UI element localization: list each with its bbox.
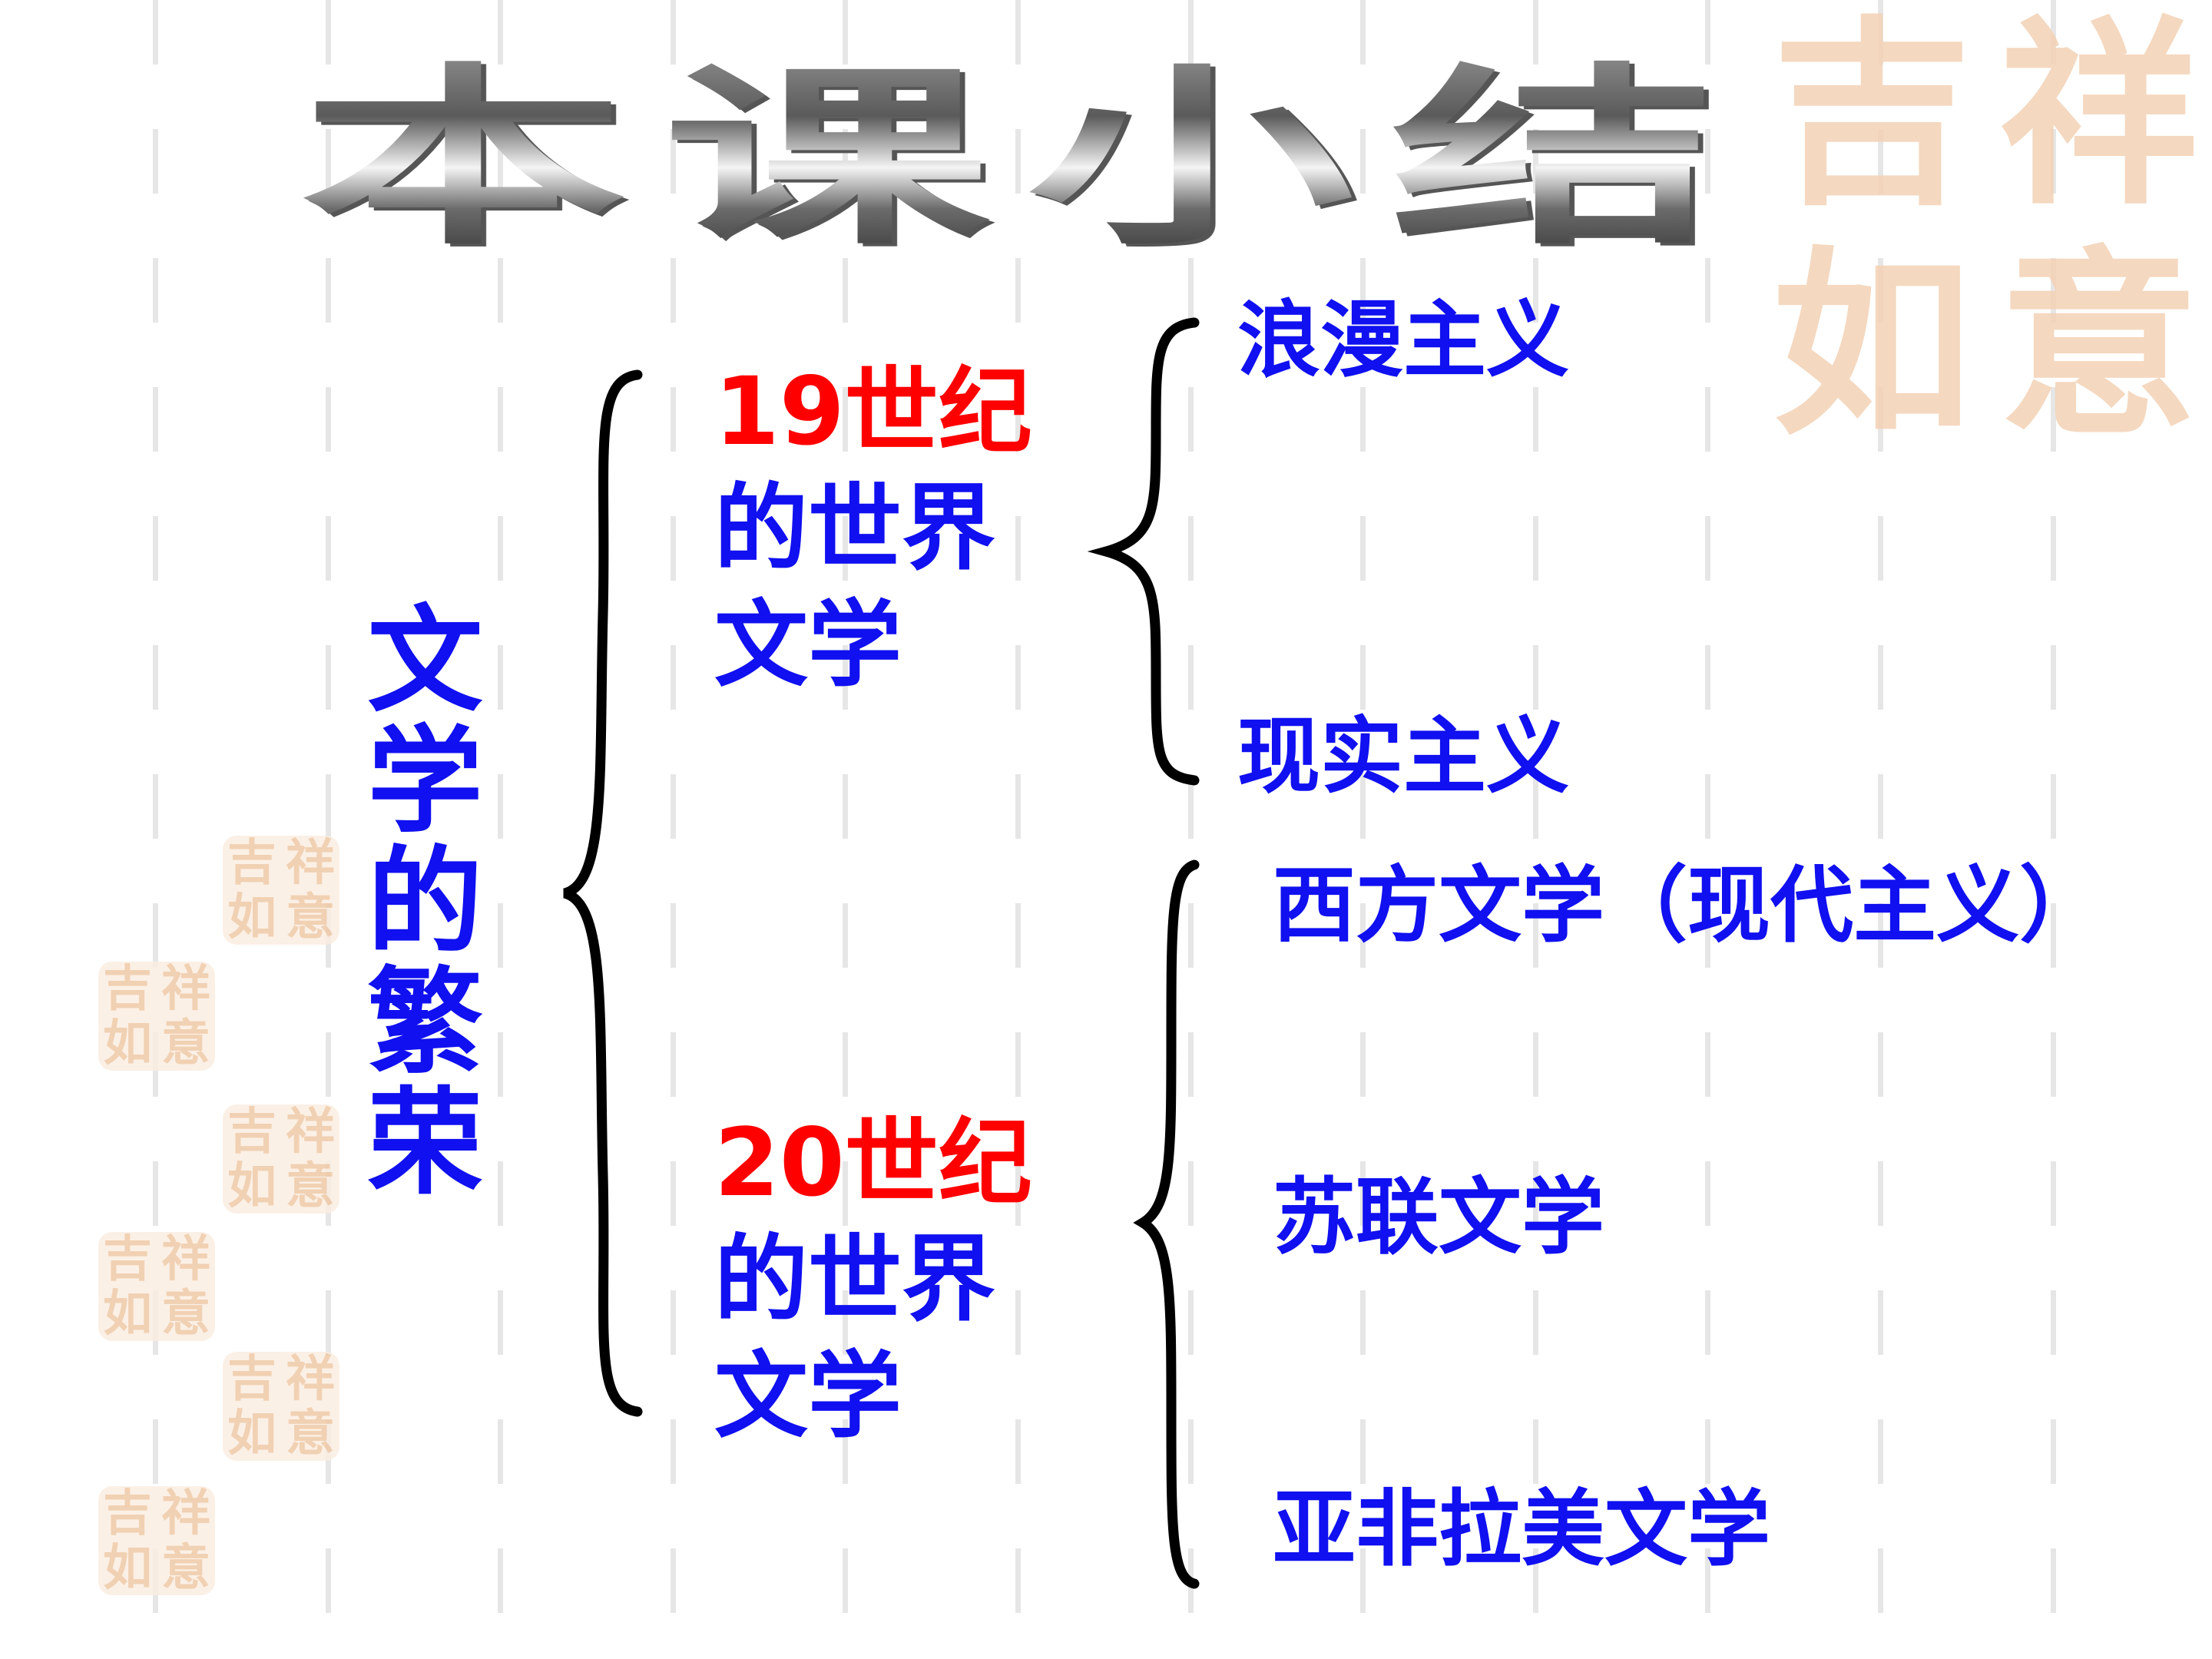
seal-char: 祥 — [161, 1485, 210, 1542]
branch-romanticism: 浪漫主义 — [1237, 293, 1570, 389]
seal-char: 祥 — [161, 960, 210, 1018]
seal-decoration-small: 吉祥如意 — [98, 962, 215, 1071]
seal-decoration-small: 吉祥如意 — [98, 1232, 215, 1341]
dashed-column — [1878, 0, 1883, 1659]
seal-char: 吉 — [227, 1103, 276, 1161]
title-char: 课 — [520, 54, 1134, 261]
dashed-column — [1532, 0, 1538, 1659]
seal-char: 吉 — [103, 1485, 152, 1542]
seal-decoration-small: 吉祥如意 — [223, 1104, 339, 1214]
seal-char: 如 — [103, 1539, 152, 1597]
seal-decoration-small: 吉祥如意 — [98, 1486, 215, 1595]
seal-char: 祥 — [161, 1230, 210, 1288]
root-topic: 文学的繁荣 — [348, 599, 482, 1202]
seal-char: 如 — [227, 889, 276, 946]
seal-char: 意 — [161, 1539, 210, 1597]
seal-char: 祥 — [286, 1350, 335, 1408]
branch-western-modernism: 西方文学（现代主义） — [1273, 858, 2103, 954]
dashed-column — [1187, 0, 1194, 1659]
dashed-column — [1360, 0, 1366, 1659]
dashed-column — [843, 0, 849, 1659]
seal-char: 意 — [286, 1405, 335, 1462]
seal-char: 意 — [161, 1285, 210, 1343]
seal-char: 吉 — [1772, 0, 1972, 232]
brace-root — [562, 369, 643, 1417]
branch-asia-africa-latam: 亚非拉美文学 — [1273, 1482, 1771, 1578]
branch-soviet-literature: 苏联文学 — [1273, 1170, 1605, 1266]
dashed-column — [1015, 0, 1021, 1659]
page-title: 本 课 小 结 — [283, 54, 1734, 261]
era-19th-century: 19世纪 的世界 文学 — [714, 353, 1032, 704]
title-char: 结 — [1247, 54, 1860, 261]
seal-char: 祥 — [1998, 0, 2199, 232]
brace-20th — [1133, 859, 1200, 1589]
dashed-column — [325, 0, 331, 1659]
seal-char: 吉 — [103, 1230, 152, 1288]
seal-char: 吉 — [103, 960, 152, 1018]
branch-realism: 现实主义 — [1237, 709, 1570, 805]
seal-char: 意 — [161, 1015, 210, 1072]
dashed-column — [670, 0, 676, 1659]
seal-decoration-small: 吉祥如意 — [223, 836, 339, 945]
brace-19th — [1087, 317, 1200, 786]
era-label-line: 文学 — [714, 591, 902, 700]
seal-char: 如 — [103, 1015, 152, 1072]
seal-char: 意 — [1998, 228, 2199, 462]
era-label-century: 19世纪 — [714, 357, 1032, 466]
seal-char: 如 — [227, 1405, 276, 1462]
seal-decoration-small: 吉祥如意 — [223, 1352, 339, 1461]
seal-char: 意 — [286, 889, 335, 946]
dashed-column — [153, 0, 158, 1659]
seal-decoration-large: 吉 祥 如 意 — [1759, 0, 2212, 461]
seal-char: 祥 — [286, 1103, 335, 1161]
era-label-line: 文学 — [714, 1342, 902, 1451]
seal-char: 祥 — [286, 834, 335, 892]
dashed-column — [1705, 0, 1711, 1659]
seal-char: 吉 — [227, 834, 276, 892]
title-char: 本 — [157, 54, 770, 261]
seal-char: 如 — [1772, 228, 1972, 462]
dashed-column — [498, 0, 504, 1659]
seal-char: 如 — [103, 1285, 152, 1343]
era-label-line: 的世界 — [714, 1225, 995, 1334]
seal-char: 如 — [227, 1157, 276, 1215]
era-label-line: 的世界 — [714, 474, 995, 583]
seal-char: 吉 — [227, 1350, 276, 1408]
seal-char: 意 — [286, 1157, 335, 1215]
dashed-column — [2050, 0, 2056, 1659]
title-char: 小 — [883, 54, 1497, 261]
era-20th-century: 20世纪 的世界 文学 — [714, 1104, 1032, 1455]
era-label-century: 20世纪 — [714, 1108, 1032, 1217]
